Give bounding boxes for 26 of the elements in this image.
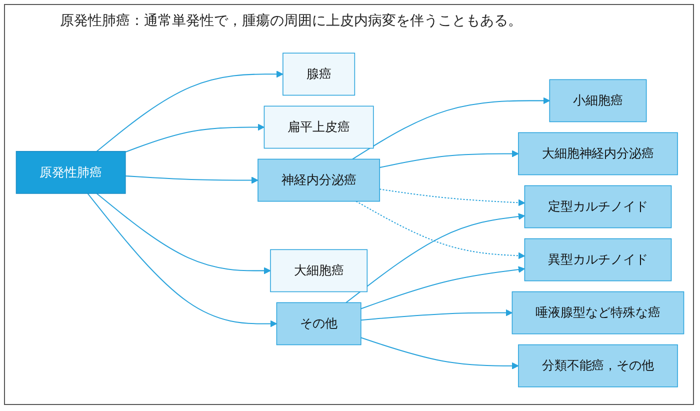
arrow bbox=[125, 124, 265, 152]
arrow bbox=[352, 97, 550, 160]
node-box: 異型カルチノイド bbox=[524, 238, 672, 282]
node-box: 神経内分泌癌 bbox=[258, 158, 380, 202]
node-box: 原発性肺癌 bbox=[16, 150, 126, 194]
arrow bbox=[380, 188, 525, 206]
node-box: 小細胞癌 bbox=[549, 79, 647, 122]
node-box: 腺癌 bbox=[282, 52, 356, 96]
arrow bbox=[125, 175, 258, 184]
arrow bbox=[356, 200, 525, 260]
node-box: 分類不能癌，その他 bbox=[518, 344, 678, 388]
node-box: その他 bbox=[276, 302, 362, 346]
arrow bbox=[360, 337, 519, 370]
node-box: 唾液腺型など特殊な癌 bbox=[512, 291, 684, 334]
node-box: 扁平上皮癌 bbox=[264, 106, 374, 149]
arrow bbox=[96, 70, 284, 152]
arrow bbox=[87, 193, 277, 328]
title: 原発性肺癌：通常単発性で，腫瘍の周囲に上皮内病変を伴うこともある。 bbox=[60, 12, 522, 30]
arrow bbox=[96, 193, 271, 274]
node-box: 定型カルチノイド bbox=[524, 185, 672, 228]
node-box: 大細胞癌 bbox=[270, 249, 368, 292]
arrow bbox=[380, 150, 519, 168]
arrow bbox=[360, 266, 525, 310]
arrow bbox=[346, 213, 525, 304]
node-box: 大細胞神経内分泌癌 bbox=[518, 132, 678, 176]
arrow bbox=[360, 309, 513, 321]
